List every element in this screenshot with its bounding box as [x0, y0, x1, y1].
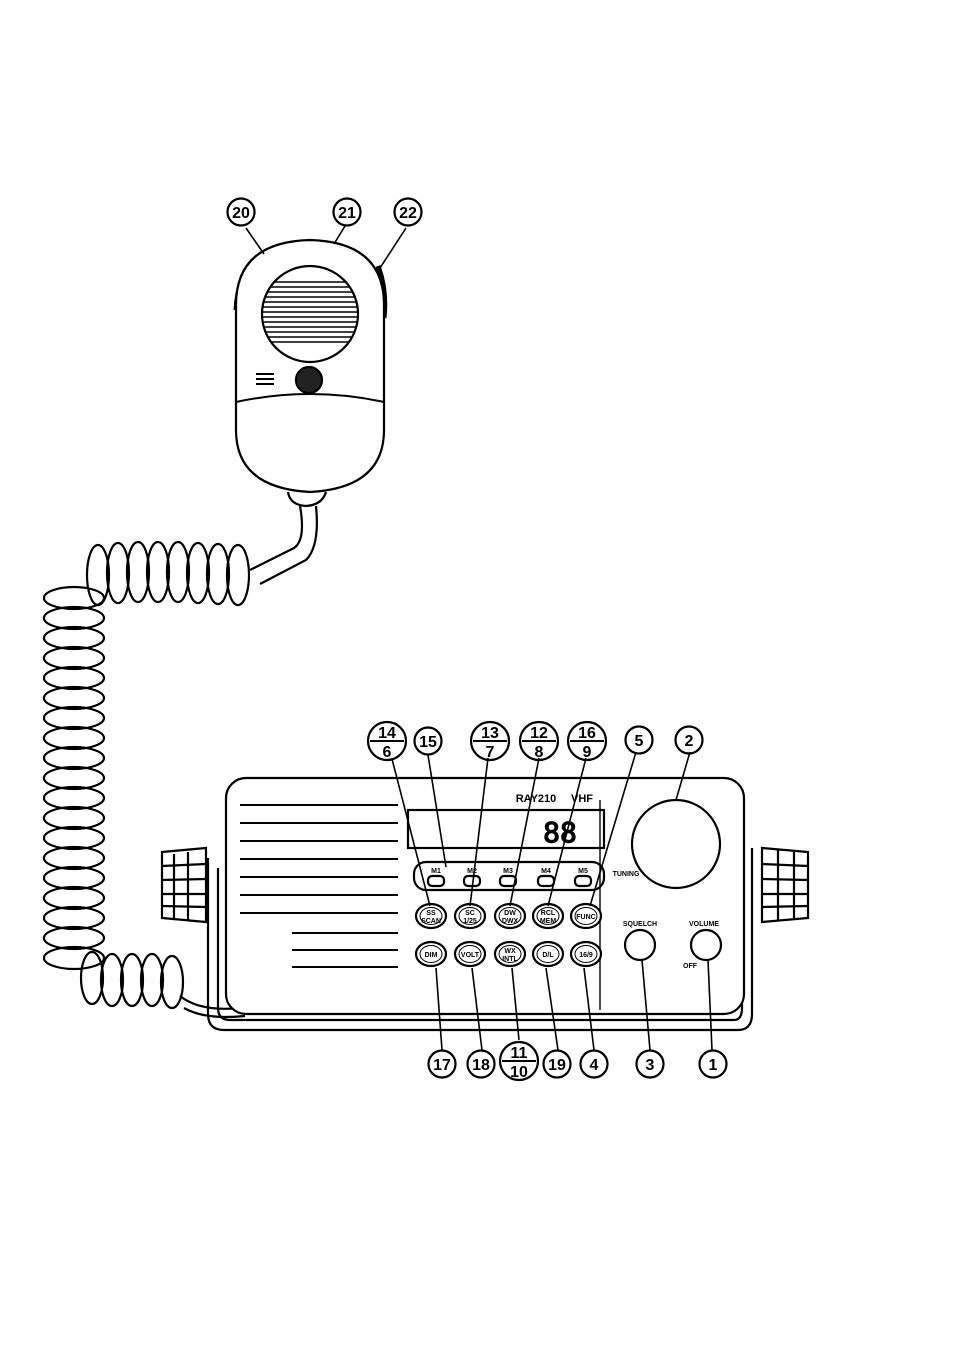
left-bracket-knob: [162, 848, 206, 922]
callout-number: 19: [544, 1051, 571, 1078]
callout-number: 20: [228, 199, 255, 226]
display-digits: 88: [543, 816, 577, 849]
svg-text:13: 13: [481, 725, 499, 742]
callout-number: 18: [468, 1051, 495, 1078]
memory-label: M2: [467, 868, 477, 875]
callout-number: 3: [637, 1051, 664, 1078]
right-bracket-knob: [762, 848, 808, 922]
radio-button[interactable]: VOLT: [455, 942, 485, 966]
radio-button[interactable]: 16/9: [571, 942, 601, 966]
radio-button[interactable]: FUNC: [571, 904, 601, 928]
callout-number: 128: [520, 722, 558, 761]
svg-text:19: 19: [548, 1057, 566, 1074]
svg-text:6: 6: [383, 744, 392, 761]
radio-unit: [162, 778, 808, 1030]
callout-number: 2: [676, 727, 703, 754]
button-label: RCL: [541, 910, 556, 917]
button-label: 16/9: [579, 952, 593, 959]
button-label: FUNC: [576, 914, 595, 921]
button-label: VOLT: [461, 952, 480, 959]
tuning-label: TUNING: [613, 871, 640, 878]
svg-text:17: 17: [433, 1057, 451, 1074]
callout-number: 17: [429, 1051, 456, 1078]
callout-number: 1: [700, 1051, 727, 1078]
callout-number: 146: [368, 722, 406, 761]
callout-number: 21: [334, 199, 361, 226]
callout-number: 22: [395, 199, 422, 226]
svg-text:2: 2: [685, 733, 694, 750]
callout-number: 169: [568, 722, 606, 761]
radio-button[interactable]: SC1/25: [455, 904, 485, 928]
volume-label: VOLUME: [689, 921, 719, 928]
squelch-label: SQUELCH: [623, 921, 657, 928]
callout-number: 15: [415, 728, 442, 755]
svg-text:9: 9: [583, 744, 592, 761]
memory-label: M1: [431, 868, 441, 875]
svg-text:20: 20: [232, 205, 250, 222]
button-label: MEM: [540, 918, 557, 925]
button-label: SS: [426, 910, 436, 917]
model-label: RAY210: [516, 793, 557, 805]
svg-text:15: 15: [419, 734, 437, 751]
svg-text:10: 10: [510, 1064, 528, 1081]
button-label: DW: [504, 910, 516, 917]
memory-label: M4: [541, 868, 551, 875]
radio-button[interactable]: DIM: [416, 942, 446, 966]
memory-label: M3: [503, 868, 513, 875]
button-label: SCAN: [421, 918, 441, 925]
svg-text:18: 18: [472, 1057, 490, 1074]
svg-text:11: 11: [511, 1045, 528, 1062]
svg-text:1: 1: [709, 1057, 718, 1074]
button-label: 1/25: [463, 918, 477, 925]
callout-number: 4: [581, 1051, 608, 1078]
svg-text:7: 7: [486, 744, 495, 761]
button-label: DIM: [425, 952, 438, 959]
svg-text:4: 4: [590, 1057, 599, 1074]
svg-text:22: 22: [399, 205, 417, 222]
button-label: INTL: [502, 956, 518, 963]
svg-text:5: 5: [635, 733, 644, 750]
svg-text:12: 12: [530, 725, 548, 742]
button-label: DWX: [502, 918, 519, 925]
svg-text:14: 14: [378, 725, 396, 742]
off-label: OFF: [683, 963, 698, 970]
radio-button[interactable]: D/L: [533, 942, 563, 966]
button-label: WX: [504, 948, 516, 955]
callout-number: 137: [471, 722, 509, 761]
svg-text:16: 16: [578, 725, 596, 742]
svg-text:3: 3: [646, 1057, 655, 1074]
button-label: SC: [465, 910, 475, 917]
microphone-handset: [236, 240, 385, 506]
callout-number: 5: [626, 727, 653, 754]
svg-text:21: 21: [338, 205, 356, 222]
memory-label: M5: [578, 868, 588, 875]
button-label: D/L: [542, 952, 554, 959]
